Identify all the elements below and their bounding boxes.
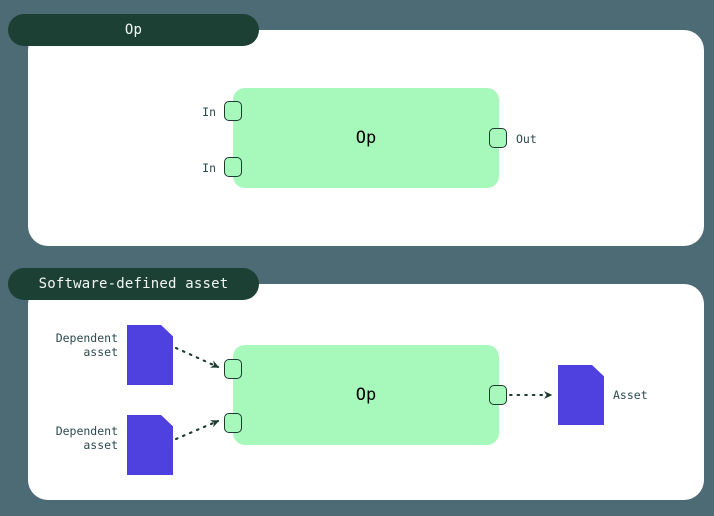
output-port-label-1: Out	[516, 132, 537, 146]
dependent-asset-icon-2[interactable]	[127, 415, 173, 475]
output-port-2[interactable]	[489, 385, 507, 405]
input-port-1b[interactable]	[224, 157, 242, 177]
op-box-label-1: Op	[355, 128, 377, 148]
asset-icon[interactable]	[558, 365, 604, 425]
dependent-asset-icon-1[interactable]	[127, 325, 173, 385]
dependent-asset-label-2: Dependent asset	[55, 424, 118, 452]
asset-label: Asset	[613, 388, 648, 402]
op-box-2[interactable]: Op	[233, 345, 499, 445]
panel-tab-software-defined-asset[interactable]: Software-defined asset	[8, 268, 259, 300]
input-port-1a[interactable]	[224, 101, 242, 121]
op-box-1[interactable]: Op	[233, 88, 499, 188]
panel-tab-op[interactable]: Op	[8, 14, 259, 46]
output-port-1[interactable]	[489, 128, 507, 148]
dependent-asset-label-1: Dependent asset	[55, 331, 118, 359]
op-box-label-2: Op	[355, 385, 377, 405]
input-port-2b[interactable]	[224, 413, 242, 433]
input-port-2a[interactable]	[224, 359, 242, 379]
input-port-label-1b: In	[202, 161, 216, 175]
input-port-label-1a: In	[202, 105, 216, 119]
